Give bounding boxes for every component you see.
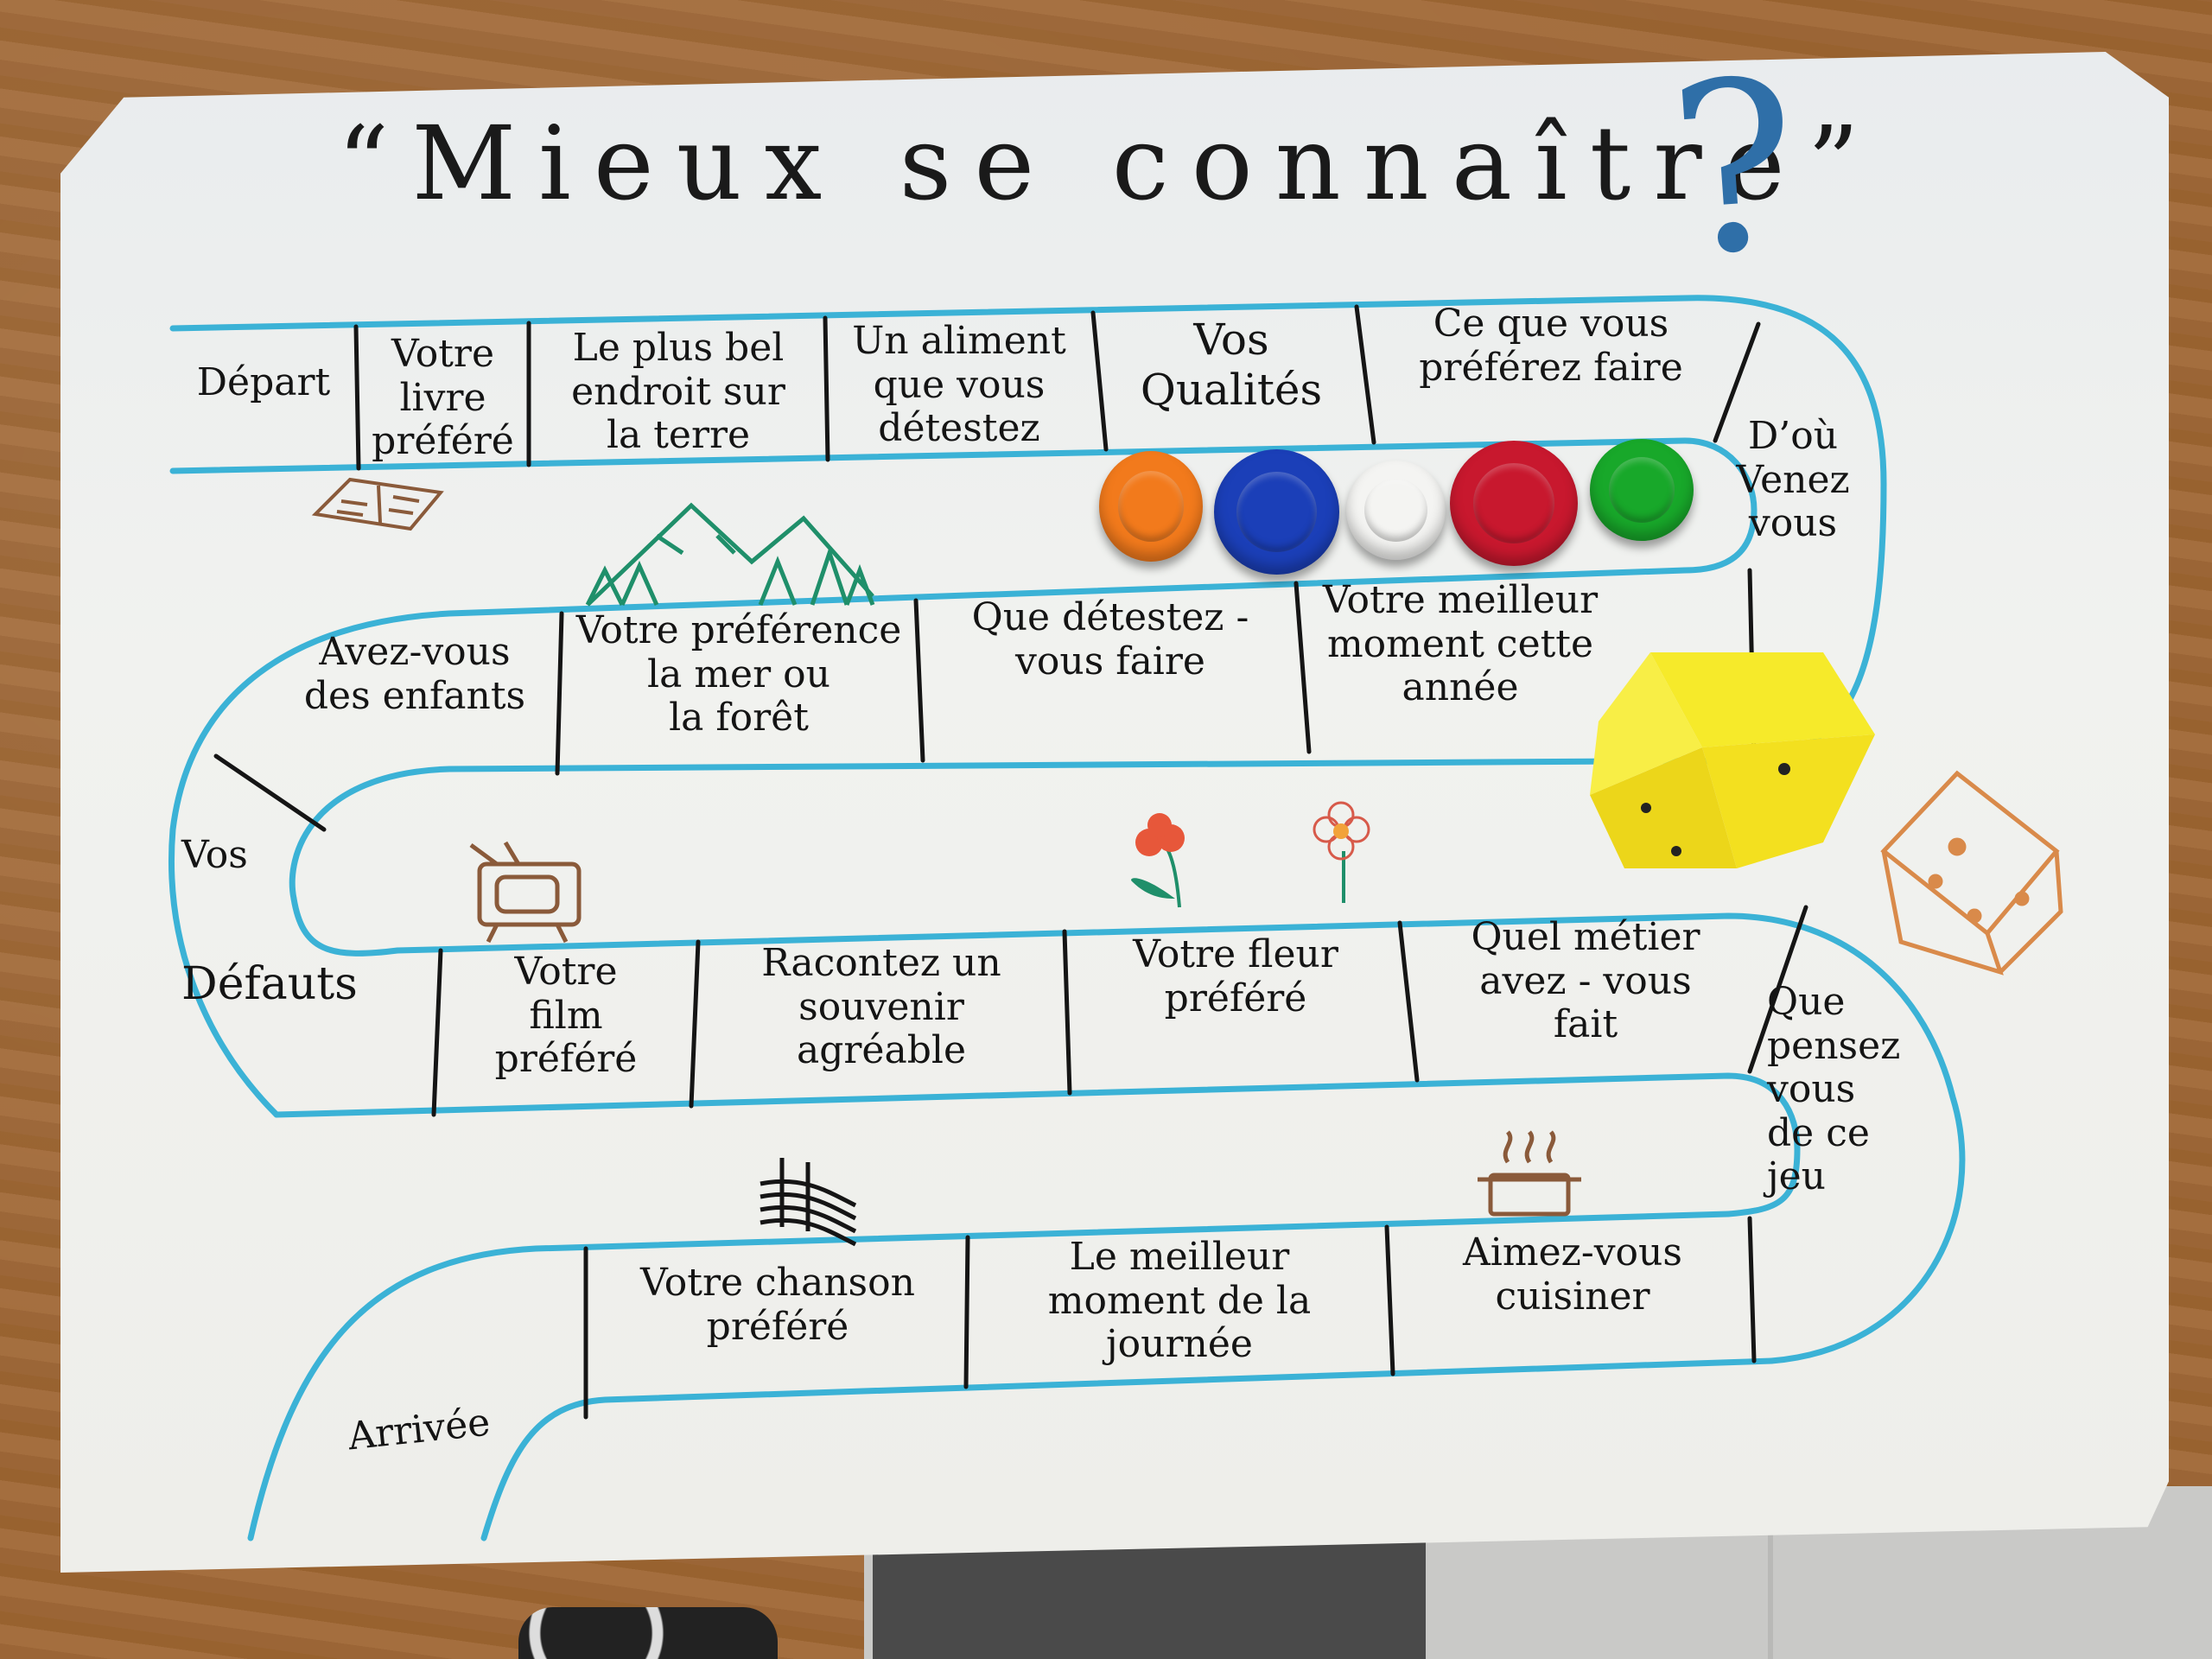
cell-mer-foret: Votre préférence la mer ou la forêt xyxy=(575,608,902,741)
pawn-blue[interactable] xyxy=(1214,449,1339,575)
cell-enfants: Avez-vous des enfants xyxy=(303,630,526,718)
pawn-red[interactable] xyxy=(1450,441,1578,566)
book-icon xyxy=(311,477,444,531)
cell-cuisiner: Aimez-vous cuisiner xyxy=(1463,1230,1682,1319)
cell-aliment: Un aliment que vous détestez xyxy=(852,319,1066,451)
cell-souvenir: Racontez un souvenir agréable xyxy=(761,941,1001,1073)
question-mark: ? xyxy=(1662,28,1807,308)
mountains-icon xyxy=(585,502,875,607)
cell-start: Départ xyxy=(196,360,331,404)
tv-icon xyxy=(469,841,582,944)
cell-vos: Vos xyxy=(181,833,248,877)
music-icon xyxy=(760,1158,857,1247)
pawn-white[interactable] xyxy=(1346,461,1446,560)
game-title: “Mieux se connaître” xyxy=(337,104,1882,223)
cell-chanson: Votre chanson préféré xyxy=(640,1261,915,1349)
cell-que-pensez: Que pensez vous de ce jeu xyxy=(1767,980,1901,1199)
cell-film: Votre film préféré xyxy=(494,950,638,1082)
pawn-green[interactable] xyxy=(1590,439,1694,541)
cell-dou: D’où Venez vous xyxy=(1736,414,1850,546)
cell-metier: Quel métier avez - vous fait xyxy=(1471,915,1700,1047)
cell-preferez: Ce que vous préférez faire xyxy=(1419,302,1683,390)
cell-qualites: Vos Qualités xyxy=(1140,315,1323,415)
cell-meilleur-journee: Le meilleur moment de la journée xyxy=(1047,1235,1312,1367)
cell-defauts: Défauts xyxy=(181,958,358,1010)
pawn-orange[interactable] xyxy=(1099,451,1203,562)
shoe xyxy=(518,1607,778,1659)
flower-white-icon xyxy=(1313,801,1370,903)
cell-livre: Votre livre préféré xyxy=(372,332,514,464)
cell-fleur: Votre fleur préféré xyxy=(1133,932,1338,1020)
cell-endroit: Le plus bel endroit sur la terre xyxy=(571,326,785,458)
yellow-die[interactable] xyxy=(1590,652,1875,868)
dice-drawing-icon xyxy=(1880,770,2063,976)
cell-meilleur-annee: Votre meilleur moment cette année xyxy=(1322,578,1599,710)
flower-red-icon xyxy=(1131,813,1185,908)
cooking-pot-icon xyxy=(1478,1130,1581,1217)
cell-detestez: Que détestez - vous faire xyxy=(971,595,1249,683)
